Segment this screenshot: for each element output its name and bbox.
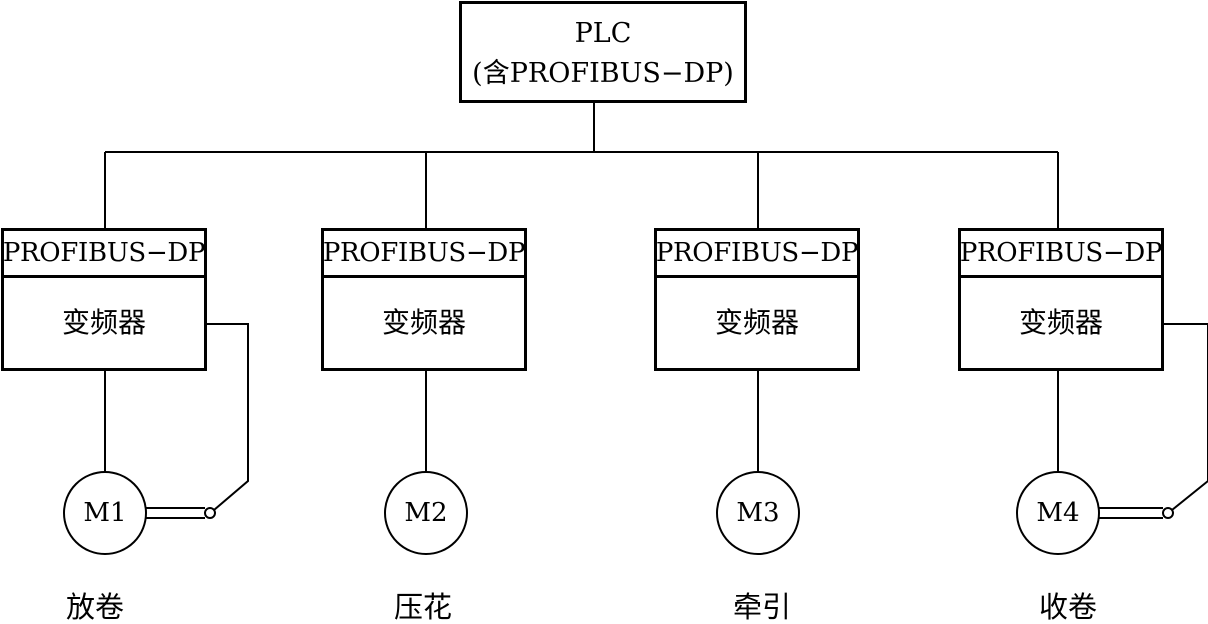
encoder-feedback-1: [146, 323, 249, 519]
inverter-label-2: 变频器: [381, 306, 466, 339]
motor-circle-3: [716, 471, 800, 555]
profibus-label-3: PROFIBUS−DP: [655, 238, 859, 268]
encoder-feedback-4: [1099, 323, 1208, 519]
drive-box-3: [654, 228, 860, 371]
plc-subtitle: (含PROFIBUS−DP): [472, 57, 734, 89]
motor-circle-2: [384, 471, 468, 555]
drive-box-2: [321, 228, 527, 371]
motor-label-4: M4: [1036, 498, 1080, 528]
profibus-label-2: PROFIBUS−DP: [322, 238, 526, 268]
inverter-label-1: 变频器: [61, 306, 146, 339]
drive-divider-2: [321, 275, 527, 278]
function-label-4: 收卷: [1038, 589, 1097, 624]
plc-title: PLC: [574, 17, 632, 49]
profibus-label-1: PROFIBUS−DP: [2, 238, 206, 268]
function-label-1: 放卷: [65, 589, 124, 624]
function-label-3: 牵引: [732, 589, 791, 624]
motor-label-2: M2: [404, 498, 448, 528]
drive-divider-4: [958, 275, 1164, 278]
inverter-label-3: 变频器: [714, 306, 799, 339]
plc-box: [459, 1, 747, 103]
function-label-2: 压花: [393, 589, 452, 624]
motor-circle-4: [1016, 471, 1100, 555]
inverter-label-4: 变频器: [1018, 306, 1103, 339]
motor-circle-1: [63, 471, 147, 555]
drive-divider-3: [654, 275, 860, 278]
drive-box-1: [1, 228, 207, 371]
drive-divider-1: [1, 275, 207, 278]
drive-box-4: [958, 228, 1164, 371]
profibus-label-4: PROFIBUS−DP: [959, 238, 1163, 268]
motor-label-3: M3: [736, 498, 780, 528]
motor-label-1: M1: [83, 498, 127, 528]
